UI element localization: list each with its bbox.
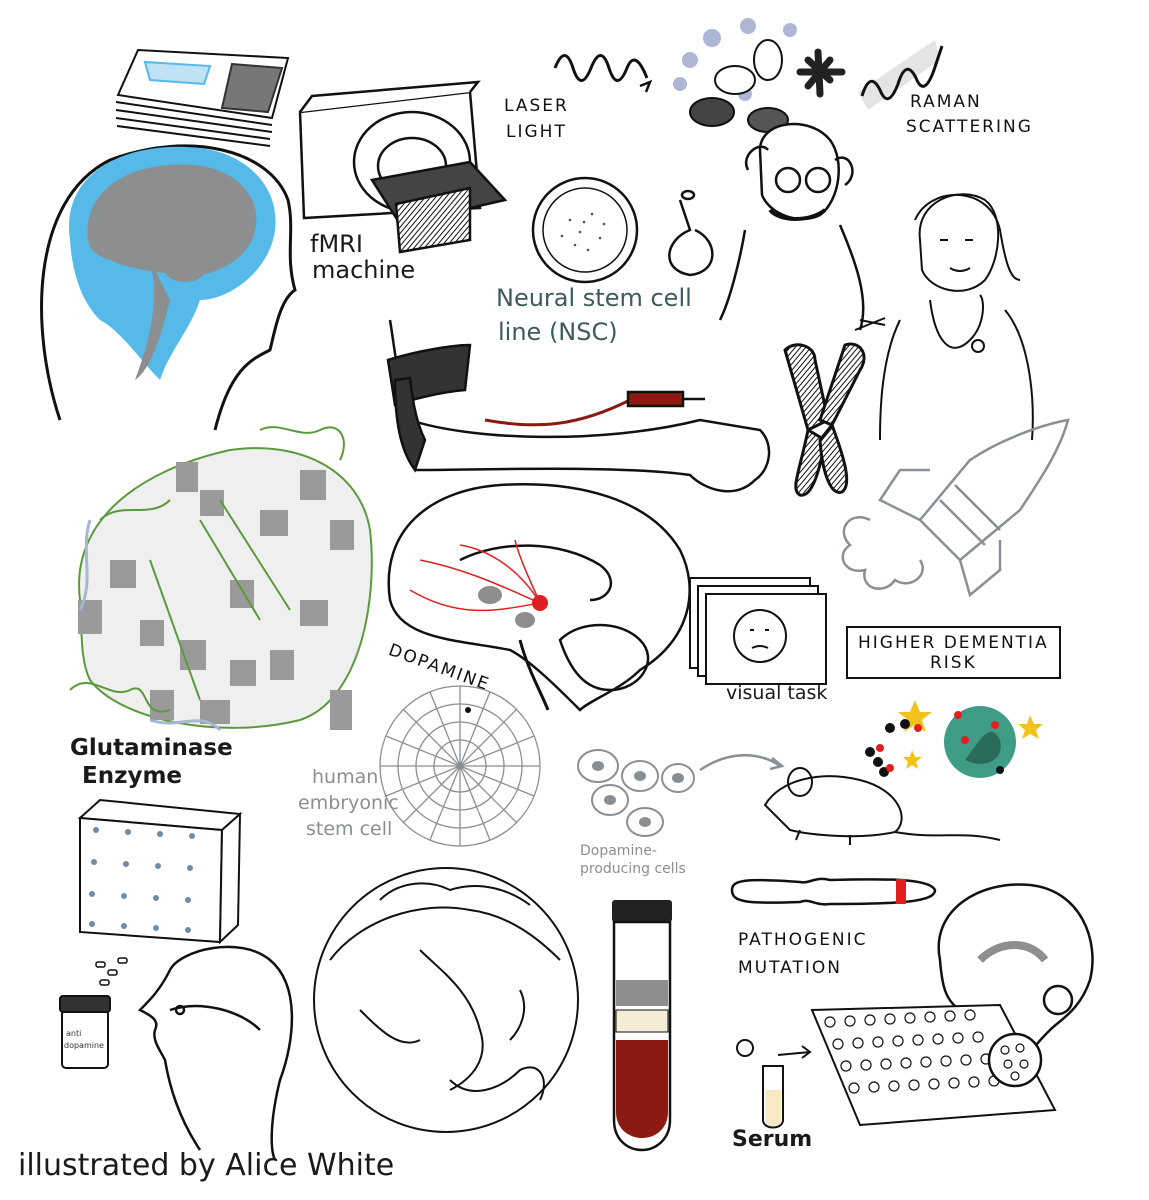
raman-wave-icon bbox=[860, 45, 944, 101]
serum-label: Serum bbox=[732, 1127, 813, 1152]
rocket-icon bbox=[841, 418, 1070, 598]
mouse-icon bbox=[763, 767, 1001, 845]
serum-arrow-icon bbox=[777, 1045, 812, 1059]
pill-bottle-icon bbox=[59, 995, 111, 1069]
laser-label-1: LASER bbox=[504, 96, 569, 116]
pathogenic-label-1: PATHOGENIC bbox=[738, 930, 868, 950]
visual-task-cards-icon bbox=[689, 577, 827, 685]
blood-cells-icon bbox=[673, 18, 846, 133]
laser-label-2: LIGHT bbox=[506, 122, 567, 142]
hesc-label-1: human bbox=[312, 766, 379, 788]
microarray-block-icon bbox=[77, 798, 243, 945]
head-profile-icon bbox=[137, 945, 294, 1161]
scientist-icon bbox=[668, 122, 865, 331]
petri-dish-icon bbox=[531, 176, 639, 284]
fmri-label-1: fMRI bbox=[310, 230, 363, 258]
raman-label-2: SCATTERING bbox=[906, 117, 1033, 137]
glutaminase-label-2: Enzyme bbox=[82, 763, 183, 789]
pill-bottle-label-2: dopamine bbox=[64, 1041, 104, 1050]
transplant-arrow-icon bbox=[699, 754, 785, 772]
pill-bottle-label-1: anti bbox=[66, 1029, 82, 1038]
dementia-label-2: RISK bbox=[929, 652, 977, 673]
dopamine-brain-icon bbox=[387, 483, 691, 712]
credit-label: illustrated by Alice White bbox=[18, 1148, 395, 1183]
embryonic-stem-cell-icon bbox=[379, 685, 541, 847]
serum-tube-icon bbox=[736, 1039, 784, 1129]
globe-icon bbox=[313, 867, 579, 1133]
visual-task-label: visual task bbox=[726, 682, 828, 704]
chromosome-icon bbox=[783, 342, 866, 497]
pathogenic-label-2: MUTATION bbox=[738, 958, 842, 978]
fmri-machine-icon bbox=[298, 80, 508, 254]
glutaminase-label-1: Glutaminase bbox=[70, 735, 233, 761]
well-plate-icon bbox=[810, 1003, 1057, 1127]
arm-blood-draw-icon bbox=[386, 319, 771, 493]
nsc-label-1: Neural stem cell bbox=[496, 284, 692, 312]
dopa-cells-label-2: producing cells bbox=[580, 861, 686, 877]
laser-wave-icon bbox=[553, 54, 649, 82]
fmri-label-2: machine bbox=[312, 256, 416, 284]
mutation-chromosome-icon bbox=[730, 877, 937, 906]
raman-label-1: RAMAN bbox=[910, 92, 982, 112]
doctor-icon bbox=[854, 193, 1034, 441]
hesc-label-2: embryonic bbox=[298, 792, 399, 814]
dementia-label-1: HIGHER DEMENTIA bbox=[858, 633, 1049, 653]
centrifuge-tube-icon bbox=[612, 900, 672, 1152]
raman-band-icon bbox=[858, 40, 940, 110]
glutaminase-protein-icon bbox=[69, 426, 373, 732]
pills-icon bbox=[95, 957, 128, 986]
dopamine-producing-cells-icon bbox=[577, 749, 695, 837]
hesc-label-3: stem cell bbox=[306, 818, 393, 840]
laser-arrow-icon bbox=[639, 79, 653, 93]
paper-stack-icon bbox=[115, 48, 290, 147]
virus-cluster-icon bbox=[865, 700, 1043, 778]
dopa-cells-label-1: Dopamine- bbox=[580, 843, 657, 859]
nsc-label-2: line (NSC) bbox=[498, 318, 618, 346]
dementia-box: HIGHER DEMENTIA RISK bbox=[846, 626, 1061, 680]
head-brain-icon bbox=[40, 144, 297, 431]
